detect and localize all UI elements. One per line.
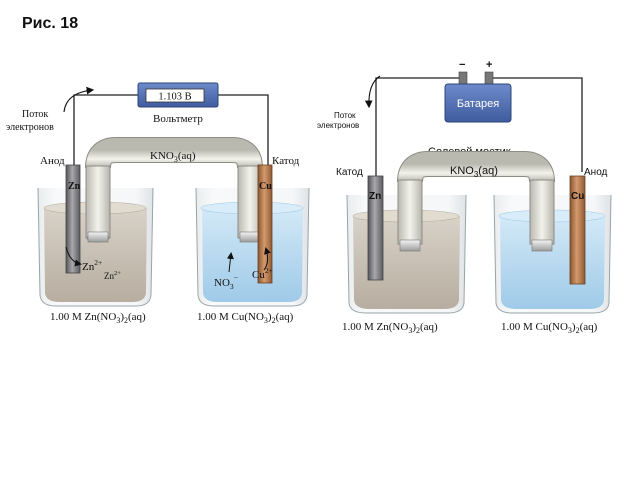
electron-flow-label-line1: Поток	[22, 109, 48, 120]
copper-solution-label: 1.00 M Cu(NO3)2(aq)	[197, 311, 294, 325]
electron-flow-arrow	[63, 86, 95, 113]
voltmeter: 1.103 В	[137, 82, 219, 108]
bridge-plug-right	[239, 231, 261, 243]
voltmeter-label: Вольтметр	[153, 113, 203, 125]
cathode-label: Катод	[272, 155, 300, 167]
zinc-ion-small-label: Zn2+	[104, 270, 121, 281]
figure-title: Рис. 18	[22, 15, 79, 32]
bridge-plug-right	[531, 239, 553, 252]
electron-flow-label-line2: электронов	[317, 121, 359, 130]
battery-negative-terminal	[458, 71, 468, 85]
salt-bridge: KNO3(aq)	[397, 151, 555, 252]
anode-label: Анод	[40, 155, 65, 167]
nitrate-ion-arrow	[226, 252, 234, 273]
battery-label: Батарея	[457, 98, 499, 110]
bridge-solution-label: KNO3(aq)	[450, 165, 498, 179]
nitrate-ion-label: NO3−	[214, 273, 238, 291]
copper-solution-label: 1.00 M Cu(NO3)2(aq)	[501, 321, 598, 335]
copper-ion-label: Cu2+	[252, 266, 273, 281]
copper-nitrate-solution	[202, 208, 303, 302]
zinc-ion-arrow	[65, 246, 82, 267]
bridge-plug-left	[399, 239, 421, 252]
zinc-solution-label: 1.00 M Zn(NO3)2(aq)	[50, 311, 146, 325]
zinc-electrode-label: Zn	[68, 181, 81, 192]
zinc-electrode-label: Zn	[369, 191, 381, 202]
electrolytic-cell: Батарея − + Поток электронов Солевой мос…	[317, 59, 612, 335]
voltmeter-reading: 1.103 В	[158, 92, 191, 103]
electron-flow-arrow	[364, 75, 381, 109]
battery-minus-sign: −	[459, 59, 465, 71]
electron-flow-label-line1: Поток	[334, 111, 356, 120]
battery-plus-sign: +	[486, 59, 492, 71]
electron-flow-label-line2: электронов	[6, 122, 54, 133]
salt-bridge: KNO3(aq)	[85, 137, 263, 243]
bridge-solution-label: KNO3(aq)	[150, 150, 196, 164]
zinc-ion-label: Zn2+	[82, 258, 102, 273]
cathode-label: Катод	[336, 167, 363, 178]
anode-label: Анод	[584, 167, 608, 178]
copper-electrode-label: Cu	[259, 181, 272, 192]
external-wire	[375, 77, 583, 178]
copper-anode	[569, 175, 586, 285]
copper-ion-arrow	[263, 247, 271, 271]
voltmeter-display	[145, 88, 205, 103]
battery: Батарея − +	[444, 59, 512, 123]
copper-electrode-label: Cu	[571, 191, 584, 202]
zinc-solution-label: 1.00 M Zn(NO3)2(aq)	[342, 321, 438, 335]
galvanic-cell: 1.103 В Вольтметр Поток электронов Солев…	[6, 82, 310, 325]
zinc-cathode	[367, 175, 384, 281]
zinc-anode	[65, 164, 81, 274]
battery-positive-terminal	[484, 71, 494, 85]
